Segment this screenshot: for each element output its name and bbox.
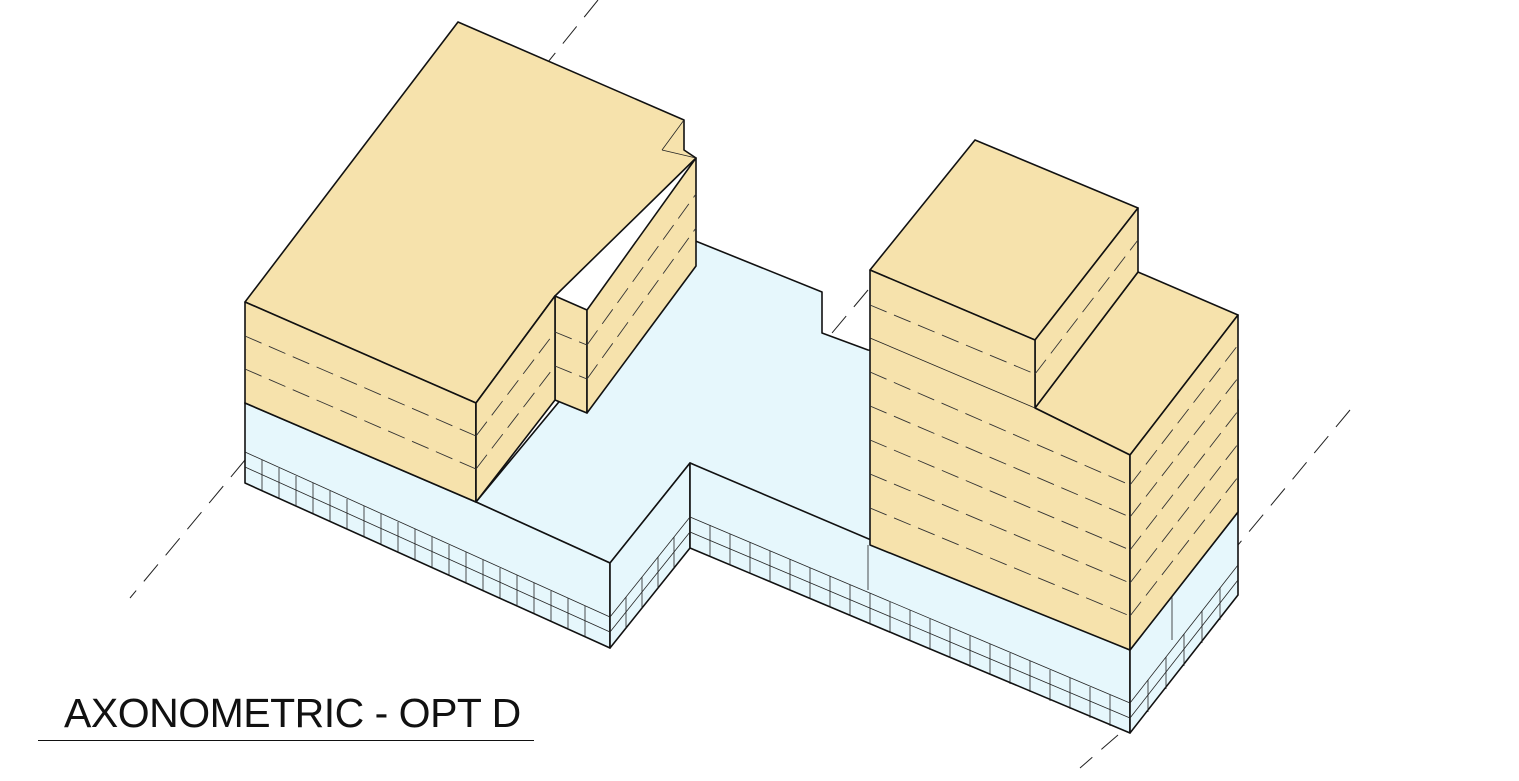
- glazing-grid-front-left: [244, 451, 611, 636]
- drawing-title: AXONOMETRIC - OPT D: [64, 690, 521, 736]
- glazing-grid-step: [609, 516, 691, 633]
- tower-right-side: [1129, 314, 1239, 651]
- title-underline: [38, 740, 534, 741]
- glazing-grid-front-right: [689, 516, 1131, 726]
- site-axis-lines: [129, 0, 1351, 769]
- tower-right: [869, 139, 1239, 651]
- tower-left: [244, 21, 697, 503]
- tower-left-recess-front: [554, 295, 588, 414]
- glazing-grid-right-side: [1129, 564, 1239, 719]
